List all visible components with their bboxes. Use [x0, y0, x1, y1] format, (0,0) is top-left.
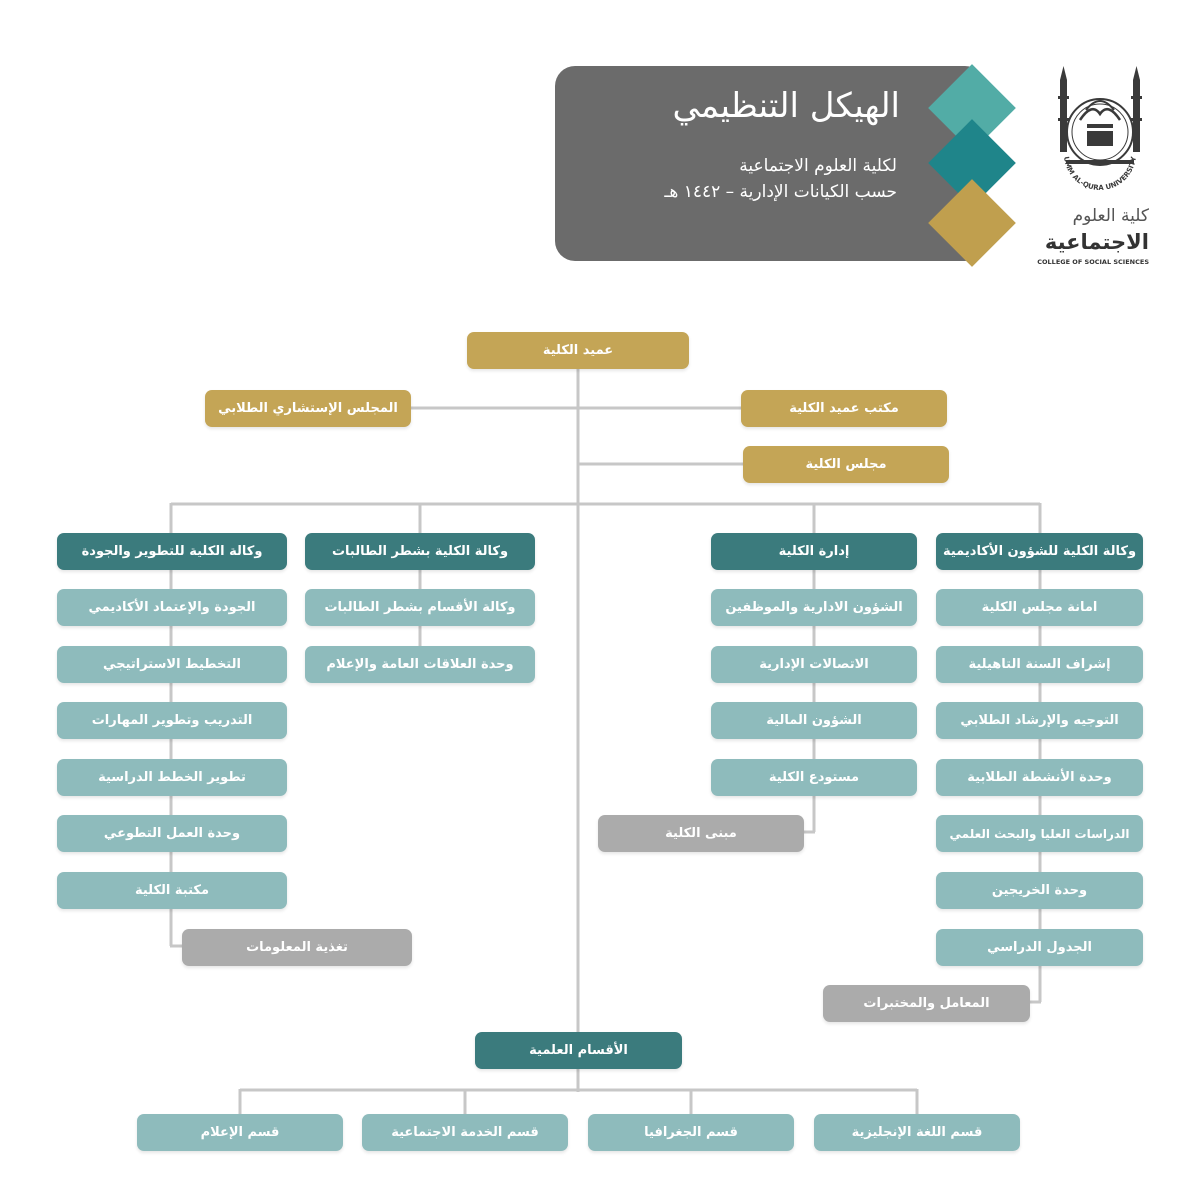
node-development-item-4: تطوير الخطط الدراسية [57, 759, 287, 796]
node-student-advisory-council: المجلس الإستشاري الطلابي [205, 390, 411, 427]
node-academic-item-3: التوجيه والإرشاد الطلابي [936, 702, 1143, 739]
node-admin-item-2: الاتصالات الإدارية [711, 646, 917, 683]
page-subtitle-line1: لكلية العلوم الاجتماعية [739, 156, 897, 176]
node-female-head: وكالة الكلية بشطر الطالبات [305, 533, 535, 570]
node-dept-english: قسم اللغة الإنجليزية [814, 1114, 1020, 1151]
page-title: الهيكل التنظيمي [672, 86, 900, 126]
logo-college-name-en: COLLEGE OF SOCIAL SCIENCES [1037, 258, 1149, 266]
node-academic-item-7: الجدول الدراسي [936, 929, 1143, 966]
node-female-item-2: وحدة العلاقات العامة والإعلام [305, 646, 535, 683]
logo-college-name-line2: الاجتماعية [1044, 230, 1149, 254]
university-seal-logo: UMM AL-QURA UNIVERSITY [1058, 66, 1142, 192]
node-academic-item-1: امانة مجلس الكلية [936, 589, 1143, 626]
node-dept-social-work: قسم الخدمة الاجتماعية [362, 1114, 568, 1151]
node-admin-item-4: مستودع الكلية [711, 759, 917, 796]
node-development-item-6: مكتبة الكلية [57, 872, 287, 909]
node-admin-item-3: الشؤون المالية [711, 702, 917, 739]
node-academic-head: وكالة الكلية للشؤون الأكاديمية [936, 533, 1143, 570]
node-dept-media: قسم الإعلام [137, 1114, 343, 1151]
node-academic-item-5: الدراسات العليا والبحث العلمي [936, 815, 1143, 852]
node-college-building: مبنى الكلية [598, 815, 804, 852]
node-development-item-2: التخطيط الاستراتيجي [57, 646, 287, 683]
node-dept-geography: قسم الجغرافيا [588, 1114, 794, 1151]
node-college-council: مجلس الكلية [743, 446, 949, 483]
node-development-item-5: وحدة العمل التطوعي [57, 815, 287, 852]
node-dean: عميد الكلية [467, 332, 689, 369]
node-academic-item-4: وحدة الأنشطة الطلابية [936, 759, 1143, 796]
node-labs: المعامل والمختبرات [823, 985, 1030, 1022]
node-development-item-3: التدريب وتطوير المهارات [57, 702, 287, 739]
node-information-feed: تغذية المعلومات [182, 929, 412, 966]
node-development-head: وكالة الكلية للتطوير والجودة [57, 533, 287, 570]
page-subtitle-line2: حسب الكيانات الإدارية – ١٤٤٢ هـ [664, 182, 897, 202]
node-dean-office: مكتب عميد الكلية [741, 390, 947, 427]
logo-college-name-line1: كلية العلوم [1072, 206, 1149, 226]
node-departments-head: الأقسام العلمية [475, 1032, 682, 1069]
header-panel [555, 66, 985, 261]
node-admin-item-1: الشؤون الادارية والموظفين [711, 589, 917, 626]
node-academic-item-2: إشراف السنة التاهيلية [936, 646, 1143, 683]
node-academic-item-6: وحدة الخريجين [936, 872, 1143, 909]
node-female-item-1: وكالة الأقسام بشطر الطالبات [305, 589, 535, 626]
node-development-item-1: الجودة والإعتماد الأكاديمي [57, 589, 287, 626]
node-admin-head: إدارة الكلية [711, 533, 917, 570]
